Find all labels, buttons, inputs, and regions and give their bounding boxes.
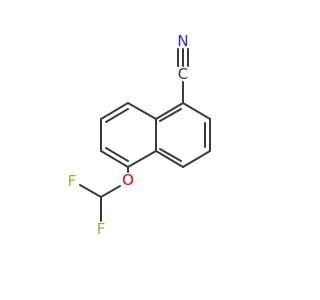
atom-carbon-nitrile: C [178, 65, 188, 83]
bond-c4-c4a [155, 150, 184, 168]
molecule-drawing: N C O F F [68, 32, 211, 238]
bond-c5-c4a [127, 150, 157, 168]
bond-cf-f-top [79, 184, 102, 198]
bond-c4-c4a-inner [159, 148, 182, 162]
bond-c8a-c1 [155, 102, 184, 120]
bond-c8a-c1-inner [159, 108, 182, 122]
atom-fluorine-bottom: F [97, 220, 106, 238]
bond-c1-c2 [182, 102, 211, 120]
atom-oxygen: O [122, 171, 134, 189]
structure-canvas: N C O F F [67, 32, 211, 238]
bond-c3-c4 [182, 150, 211, 168]
bond-o-cf [100, 185, 121, 198]
bond-c8a-c8 [127, 102, 157, 120]
bond-c6-c5-inner [105, 147, 129, 162]
atom-fluorine-top: F [68, 172, 77, 190]
atom-nitrogen: N [177, 32, 188, 50]
bond-c8-c7-inner [105, 108, 129, 123]
bond-c8-c7 [100, 102, 129, 120]
bond-c6-c5 [100, 150, 129, 168]
